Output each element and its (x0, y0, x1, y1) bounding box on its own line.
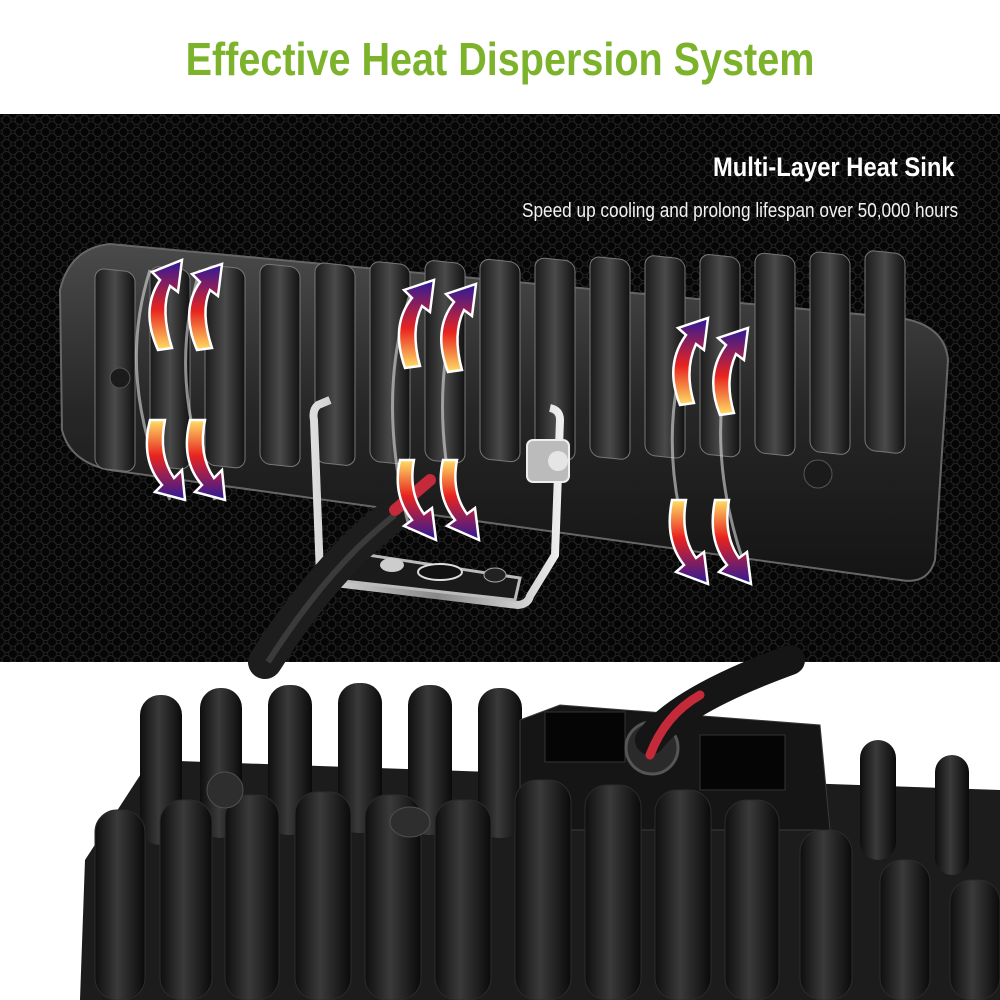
arrow-down-icon (711, 498, 753, 586)
arrow-up-icon (148, 258, 184, 352)
mounting-bracket (309, 396, 570, 610)
arrow-up-icon (440, 282, 478, 374)
arrow-down-icon (185, 418, 227, 502)
feature-description: Speed up cooling and prolong lifespan ov… (521, 200, 958, 222)
arrow-down-icon (145, 418, 187, 502)
arrow-down-icon (439, 458, 481, 543)
heat-flow-arrows (145, 258, 753, 586)
title-band (0, 0, 1000, 115)
arrow-down-icon (396, 458, 438, 543)
arrow-up-icon (712, 326, 750, 417)
arrow-up-icon (397, 278, 436, 370)
arrow-up-icon (672, 316, 710, 407)
arrow-up-icon (187, 262, 224, 352)
heat-sink-closeup (80, 645, 1000, 1000)
feature-heading: Multi-Layer Heat Sink (713, 152, 955, 182)
arrow-down-icon (668, 498, 710, 586)
page-title: Effective Heat Dispersion System (185, 33, 815, 85)
